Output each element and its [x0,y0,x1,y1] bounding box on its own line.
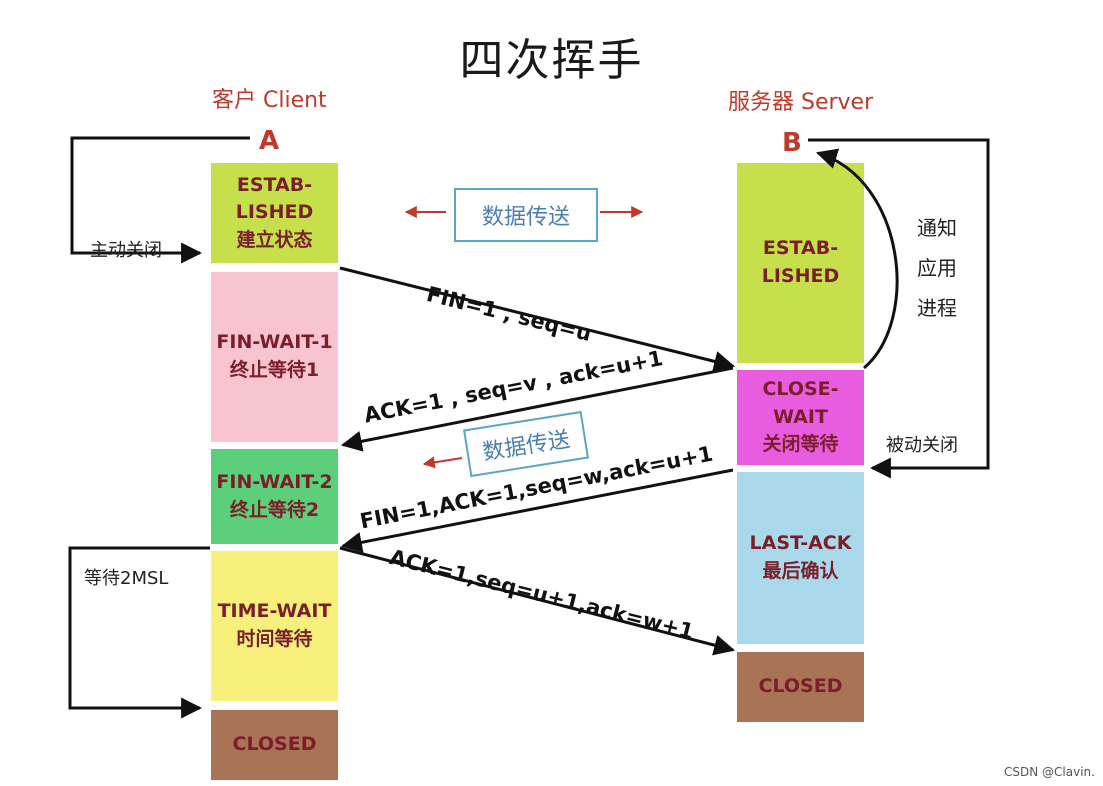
ack-arrow [340,366,734,452]
client-state-established: ESTAB- LISHED 建立状态 [211,163,338,263]
state-text: CLOSE-WAIT [762,378,839,428]
state-text: TIME-WAIT [217,600,332,623]
client-label: 客户 Client [212,88,327,113]
notify-text: 应用 [917,256,957,280]
state-text: 建立状态 [236,228,313,251]
state-text: CLOSED [232,733,317,756]
watermark: CSDN @Clavin. [1004,765,1095,779]
passive-close-label: 被动关闭 [886,435,958,456]
state-text: CLOSED [758,675,843,698]
data-transfer-box-top: 数据传送 [454,188,598,242]
active-close-label: 主动关闭 [90,240,162,261]
state-text: FIN-WAIT-2 [216,470,333,493]
state-text: ESTAB- [762,237,839,260]
final-ack-arrow [339,546,736,656]
state-text: LAST-ACK [749,532,852,555]
state-text: 最后确认 [762,560,839,582]
server-state-closed: CLOSED [737,652,864,722]
server-state-established: ESTAB- LISHED [737,163,864,363]
data-arrow-mid [422,456,463,469]
server-state-close-wait: CLOSE-WAIT 关闭等待 [737,370,864,465]
diagram-title: 四次挥手 [459,35,644,86]
state-text: LISHED [761,265,840,287]
state-text: 时间等待 [236,628,313,650]
passive-close-connector [808,138,990,479]
active-close-connector [70,136,250,264]
fin-ack-arrow [340,468,734,553]
server-label: 服务器 Server [728,90,874,115]
notify-text: 通知 [917,216,957,240]
client-state-time-wait: TIME-WAIT 时间等待 [211,551,338,701]
client-state-fin-wait-2: FIN-WAIT-2 终止等待2 [211,449,338,544]
state-text: LISHED [235,201,314,224]
server-state-last-ack: LAST-ACK 最后确认 [737,472,864,644]
notify-text: 进程 [917,296,957,320]
client-letter: A [259,126,280,156]
state-text: 关闭等待 [762,433,839,456]
notify-app-arrow [815,148,899,370]
notify-app-label: 通知 应用 进程 [917,208,957,328]
server-letter: B [782,128,802,158]
wait-2msl-label: 等待2MSL [84,568,169,589]
client-state-fin-wait-1: FIN-WAIT-1 终止等待1 [211,272,338,442]
client-state-closed: CLOSED [211,710,338,780]
state-text: FIN-WAIT-1 [216,331,333,354]
wait-2msl-connector [68,546,210,719]
state-text: 终止等待2 [229,498,320,521]
fin-arrow [339,266,736,372]
state-text: 终止等待1 [229,359,320,381]
state-text: ESTAB- [236,173,313,196]
